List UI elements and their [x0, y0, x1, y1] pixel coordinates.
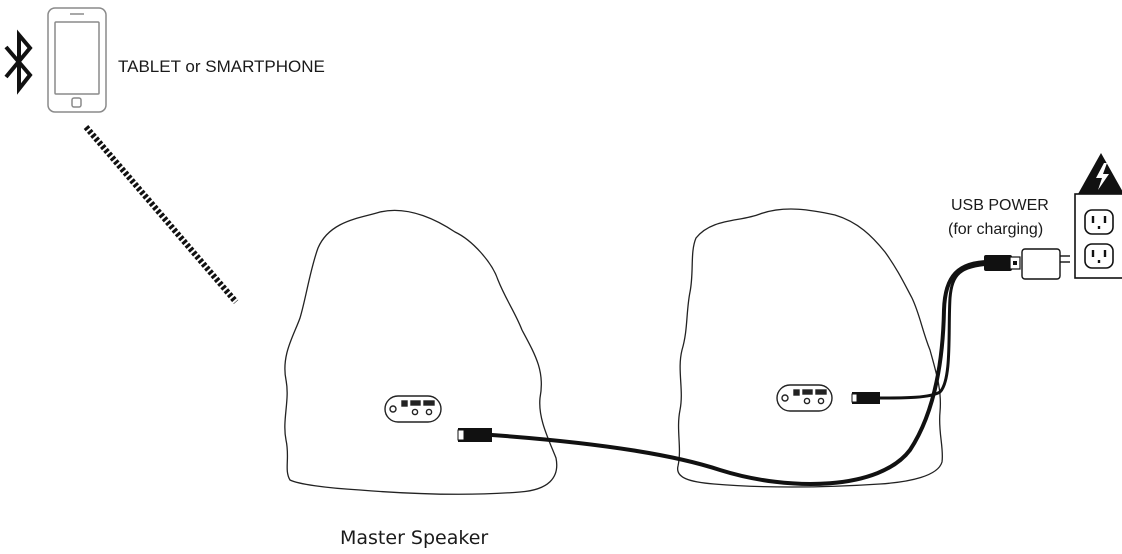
master-speaker-rock: [284, 209, 558, 495]
link-cable: [457, 260, 992, 486]
bluetooth-icon: [4, 29, 33, 95]
smartphone-icon: [47, 7, 107, 113]
high-voltage-warning-icon: [1078, 153, 1122, 194]
device-label: TABLET or SMARTPHONE: [118, 57, 325, 76]
master-speaker-label: Master Speaker: [340, 527, 489, 549]
usb-wall-adapter-icon: [1021, 248, 1070, 280]
secondary-speaker-rock: [677, 208, 944, 488]
usb-power-label: USB POWER: [951, 197, 1049, 214]
usb-power-sublabel: (for charging): [948, 221, 1044, 238]
power-outlet-icon: [1074, 193, 1122, 279]
bluetooth-link-line: [83, 125, 239, 304]
master-speaker-port-panel: [384, 395, 442, 423]
secondary-speaker-port-panel: [776, 384, 833, 412]
charging-cable: [851, 255, 1021, 404]
